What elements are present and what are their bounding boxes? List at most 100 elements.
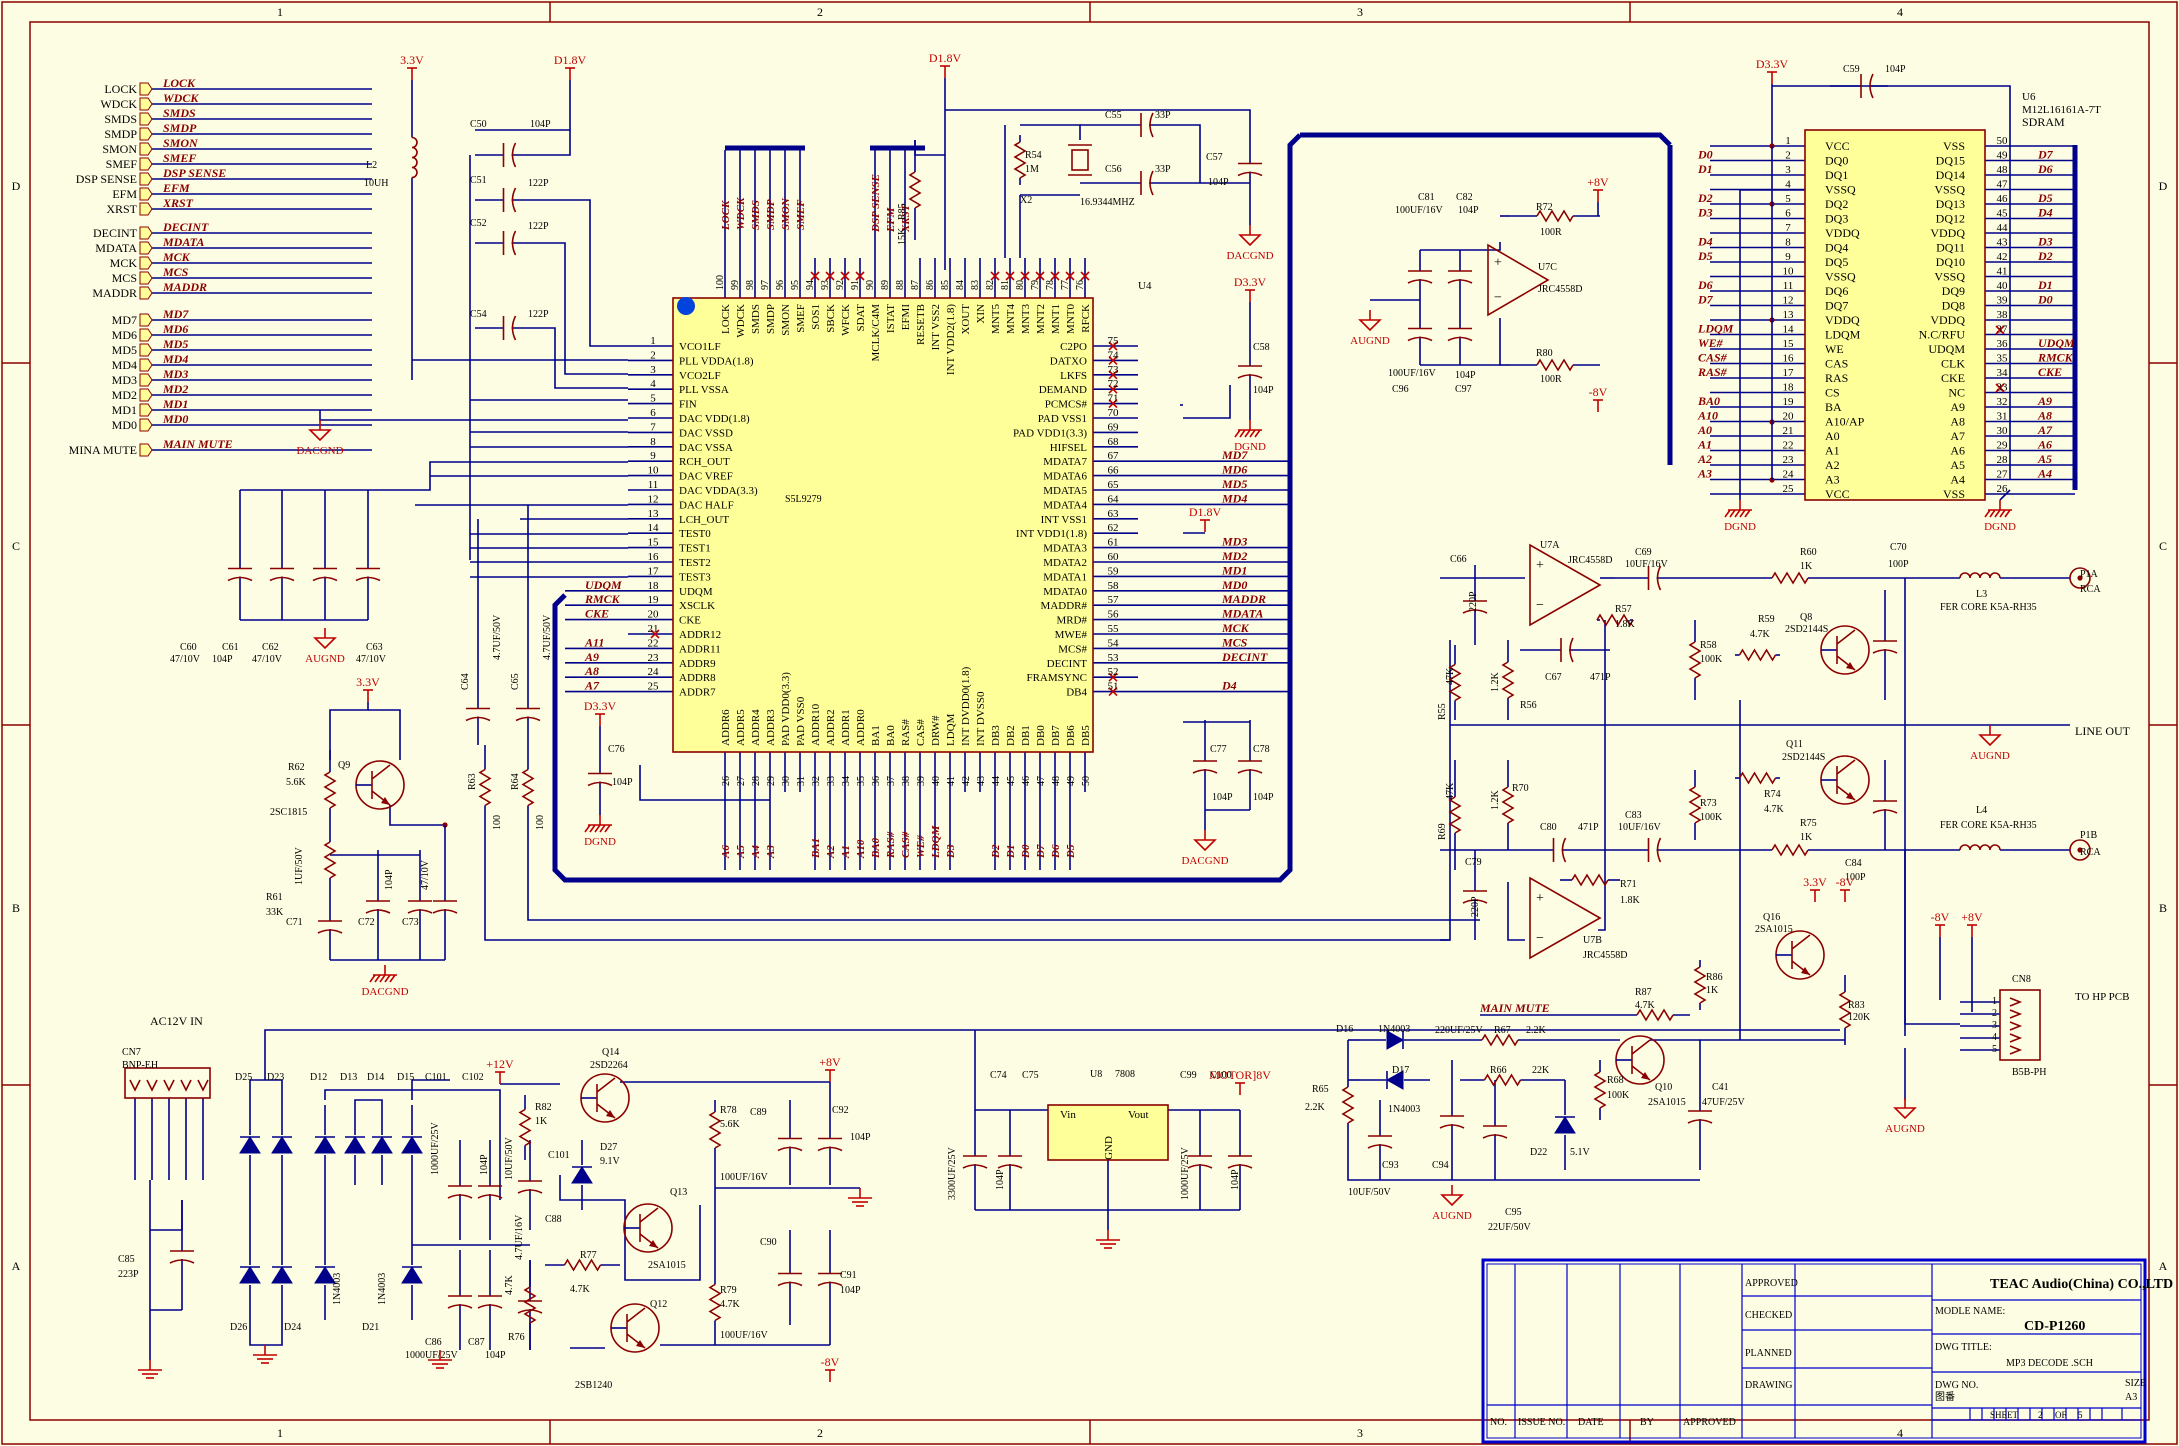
label-r70v: 1.2K: [1490, 790, 1501, 811]
pin-name: DQ1: [1825, 168, 1848, 182]
wire: [249, 1320, 283, 1346]
ic-u6-ref: U6: [2022, 91, 2036, 103]
label-c89: C89: [750, 1107, 767, 1118]
label-c101: C101: [425, 1072, 447, 1083]
label-c100: C100: [1210, 1070, 1232, 1081]
pin-name: RCH_OUT: [679, 456, 730, 468]
pin-name: MCLK/C4M: [870, 304, 882, 362]
wire: [1020, 124, 1081, 140]
label-r69v: 47K: [1445, 782, 1456, 800]
signal-label: MD5: [1221, 477, 1247, 491]
no-connect-mark: [1108, 384, 1118, 394]
zone-row-left: C: [12, 539, 20, 553]
label-c55: C55: [1105, 110, 1122, 121]
signal-label: D6: [2037, 162, 2053, 176]
resistor-r54: [1013, 141, 1027, 179]
pin-number: 1: [1785, 135, 1791, 147]
pin-number: 44: [991, 776, 1002, 786]
label-r64v: 100: [535, 815, 546, 830]
junction-dot: [2077, 847, 2083, 853]
capacitor-c94: [1439, 1124, 1465, 1129]
tb-drawing: DRAWING: [1745, 1380, 1793, 1391]
signal-label: MD1: [162, 397, 188, 411]
signal-label: MCS: [1221, 635, 1248, 649]
pin-name: VSSQ: [1934, 270, 1965, 284]
pin-number: 62: [1108, 522, 1119, 534]
resistor-r79: [708, 1283, 722, 1322]
signal-label: SMEF: [163, 151, 196, 165]
label-vout: Vout: [1128, 1109, 1149, 1121]
pin-number: 68: [1108, 436, 1120, 448]
label-c72v: 104P: [384, 869, 395, 890]
label-c61: C61: [222, 642, 239, 653]
pin-number: 11: [648, 479, 659, 491]
pin-name: DB4: [1066, 687, 1087, 699]
pin-number: 78: [1045, 280, 1056, 290]
pin-number: 36: [1997, 338, 2009, 350]
label-c81v: 100UF/16V: [1395, 205, 1444, 216]
pin-number: 22: [1783, 440, 1794, 452]
label-c80: C80: [1540, 822, 1557, 833]
wire: [1999, 489, 2011, 501]
pin-number: 8: [1785, 237, 1791, 249]
transistor-q14: [596, 1077, 616, 1093]
pin-number: 85: [940, 280, 951, 290]
label-c102v: 104P: [479, 1154, 490, 1175]
ground-symbol: [1984, 509, 1991, 518]
label-dgnd4: DGND: [1234, 441, 1266, 453]
pin-number: 20: [1783, 411, 1795, 423]
connector-cn8-pin: [2009, 1021, 2023, 1031]
signal-label: WDCK: [163, 91, 199, 105]
label-r74v: 4.7K: [1764, 804, 1785, 815]
pin-number: 61: [1108, 537, 1119, 549]
capacitor-c66: [1462, 609, 1488, 614]
signal-label: RAS#: [885, 831, 897, 859]
pin-name: XSCLK: [679, 600, 715, 612]
pin-name: FRAMSYNC: [1026, 672, 1087, 684]
pin-name: UDQM: [679, 586, 713, 598]
label-r66v: 22K: [1532, 1065, 1550, 1076]
tb-sheet_label: SHEET: [1990, 1410, 2019, 1420]
pin-name: INT VDD1(1.8): [1016, 528, 1087, 540]
label-c41: C41: [1712, 1082, 1729, 1093]
ground-symbol: [1193, 839, 1217, 852]
connector-pin-label: MD2: [112, 388, 137, 402]
pin-name: PLL VSSA: [679, 384, 729, 396]
capacitor-c69: [1656, 565, 1662, 591]
op-amp-u7a: [1529, 543, 1602, 627]
pin-number: 32: [1997, 396, 2008, 408]
ground-symbol: [313, 637, 337, 650]
label-main_mute: MAIN MUTE: [1479, 1001, 1550, 1015]
label-x2: X2: [1020, 195, 1032, 206]
pin-name: A8: [1950, 415, 1965, 429]
label-r78v: 5.6K: [720, 1119, 741, 1130]
signal-label: A10: [1697, 409, 1718, 423]
signal-label: D4: [1221, 679, 1237, 693]
signal-label: A9: [584, 650, 599, 664]
label-c41v: 47UF/25V: [1702, 1097, 1746, 1108]
label-r76v: 4.7K: [504, 1275, 515, 1296]
pin-name: DAC VSSA: [679, 442, 733, 454]
pin-name: MNT1: [1050, 304, 1062, 334]
pin-number: 39: [916, 776, 927, 786]
pin-name: A6: [1950, 444, 1965, 458]
label-c59v: 104P: [1885, 64, 1906, 75]
pin-number: 24: [648, 666, 660, 678]
pin-number: 51: [1108, 681, 1119, 693]
label-c74: C74: [990, 1070, 1007, 1081]
zener-d22: [1554, 1116, 1576, 1134]
pin-name: DQ11: [1936, 241, 1965, 255]
pin-number: 86: [925, 280, 936, 290]
pin-name: PAD VSS0: [795, 696, 807, 746]
connector-cn7-pin: [129, 1079, 141, 1092]
pin-number: 27: [736, 776, 747, 786]
label-r67v: 2.2K: [1526, 1025, 1547, 1036]
label-d22v: 5.1V: [1570, 1147, 1591, 1158]
label-c76v: 104P: [612, 777, 633, 788]
signal-label: MD6: [162, 322, 188, 336]
signal-label: A11: [584, 635, 604, 649]
port-arrow: [139, 241, 153, 255]
no-connect-mark: [650, 629, 660, 639]
label-p33_d: 3.3V: [356, 675, 380, 689]
signal-label: BA0: [870, 837, 882, 859]
